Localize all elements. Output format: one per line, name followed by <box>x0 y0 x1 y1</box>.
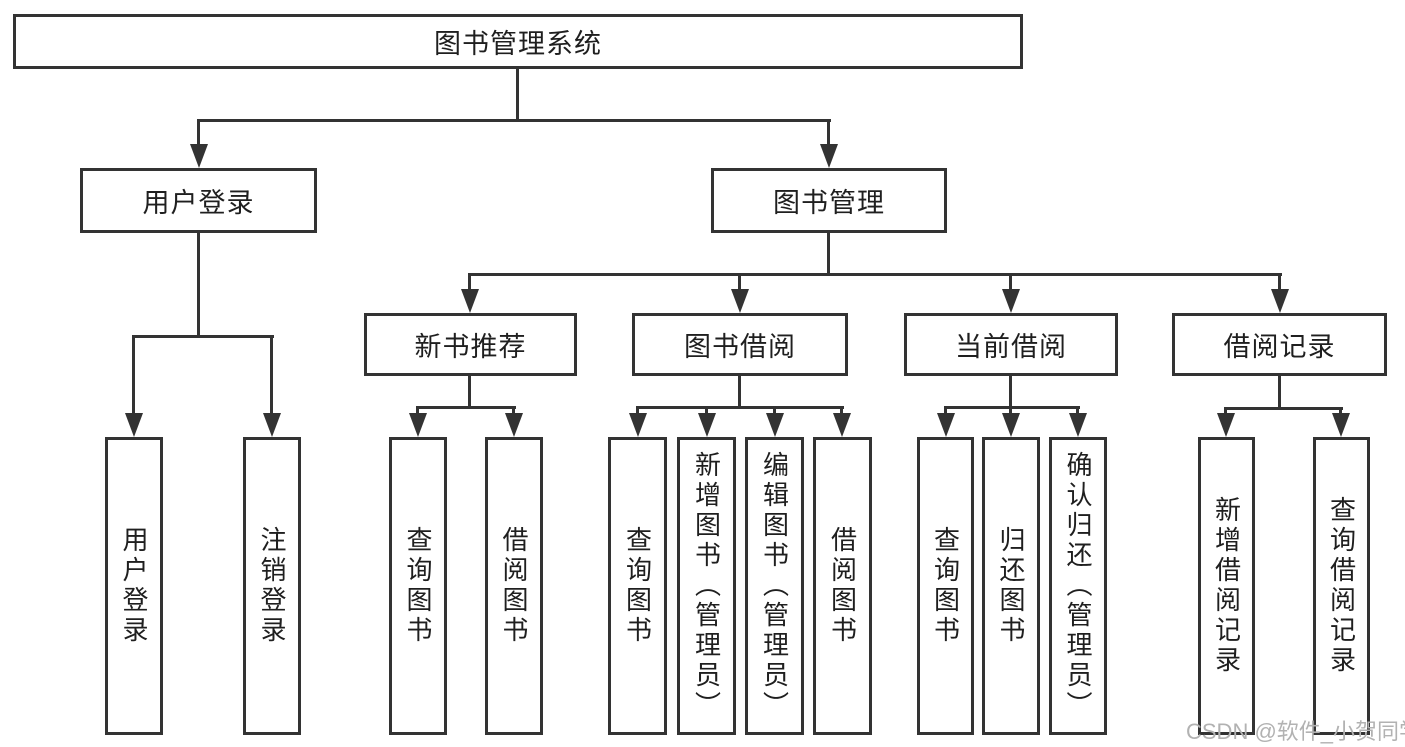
connector-line <box>827 119 830 146</box>
connector-arrowhead <box>1002 413 1020 437</box>
connector-line <box>197 119 200 146</box>
node-cb-return-books: 归还图书 <box>982 437 1040 735</box>
node-bb-borrow-books: 借阅图书 <box>813 437 872 735</box>
connector-arrowhead <box>833 413 851 437</box>
connector-line <box>636 406 639 415</box>
connector-line <box>1076 406 1079 415</box>
connector-line <box>944 406 947 415</box>
connector-line <box>468 273 1282 276</box>
connector-line <box>132 335 274 338</box>
connector-arrowhead <box>263 413 281 437</box>
connector-line <box>197 119 831 122</box>
node-cb-query-books: 查询图书 <box>917 437 974 735</box>
connector-line <box>468 273 471 291</box>
connector-arrowhead <box>1002 289 1020 313</box>
node-user-login: 用户登录 <box>80 168 317 233</box>
connector-arrowhead <box>409 413 427 437</box>
connector-line <box>773 406 776 415</box>
connector-line <box>840 406 843 415</box>
connector-line <box>636 406 844 409</box>
node-nbr-query-books: 查询图书 <box>389 437 447 735</box>
node-cb-confirm-return-admin: 确认归还（管理员） <box>1049 437 1107 735</box>
node-logout: 注销登录 <box>243 437 301 735</box>
node-book-borrowing: 图书借阅 <box>632 313 848 376</box>
connector-arrowhead <box>1271 289 1289 313</box>
connector-arrowhead <box>766 413 784 437</box>
connector-arrowhead <box>629 413 647 437</box>
connector-line <box>416 406 516 409</box>
connector-line <box>416 406 419 415</box>
connector-line <box>1009 273 1012 291</box>
connector-line <box>705 406 708 415</box>
connector-arrowhead <box>698 413 716 437</box>
node-user-login-action: 用户登录 <box>105 437 163 735</box>
connector-line <box>197 233 200 335</box>
watermark: CSDN @软件_小贺同学 <box>1186 719 1405 744</box>
connector-arrowhead <box>1069 413 1087 437</box>
connector-line <box>827 233 830 273</box>
connector-arrowhead <box>190 144 208 168</box>
connector-arrowhead <box>1332 413 1350 437</box>
node-current-borrowing: 当前借阅 <box>904 313 1118 376</box>
connector-line <box>738 376 741 407</box>
node-borrowing-records: 借阅记录 <box>1172 313 1387 376</box>
connector-arrowhead <box>125 413 143 437</box>
connector-arrowhead <box>731 289 749 313</box>
connector-line <box>132 335 135 415</box>
node-bb-query-books: 查询图书 <box>608 437 667 735</box>
connector-line <box>1278 273 1281 291</box>
node-nbr-borrow-books: 借阅图书 <box>485 437 543 735</box>
connector-line <box>1224 407 1343 410</box>
node-bb-edit-books-admin: 编辑图书（管理员） <box>745 437 804 735</box>
connector-arrowhead <box>1217 413 1235 437</box>
connector-arrowhead <box>820 144 838 168</box>
connector-line <box>270 335 273 415</box>
connector-line <box>512 406 515 415</box>
connector-arrowhead <box>461 289 479 313</box>
connector-line <box>468 376 471 406</box>
node-book-management-system: 图书管理系统 <box>13 14 1023 69</box>
connector-line <box>1278 376 1281 408</box>
node-br-query-record: 查询借阅记录 <box>1313 437 1370 735</box>
node-br-add-record: 新增借阅记录 <box>1198 437 1255 735</box>
connector-line <box>1339 407 1342 415</box>
connector-line <box>738 273 741 291</box>
connector-line <box>1009 406 1012 415</box>
connector-arrowhead <box>505 413 523 437</box>
node-new-book-recommendation: 新书推荐 <box>364 313 577 376</box>
connector-line <box>516 69 519 119</box>
connector-line <box>944 406 1080 409</box>
connector-line <box>1224 407 1227 415</box>
connector-arrowhead <box>937 413 955 437</box>
node-bb-add-books-admin: 新增图书（管理员） <box>677 437 736 735</box>
node-book-management: 图书管理 <box>711 168 947 233</box>
connector-line <box>1009 376 1012 407</box>
